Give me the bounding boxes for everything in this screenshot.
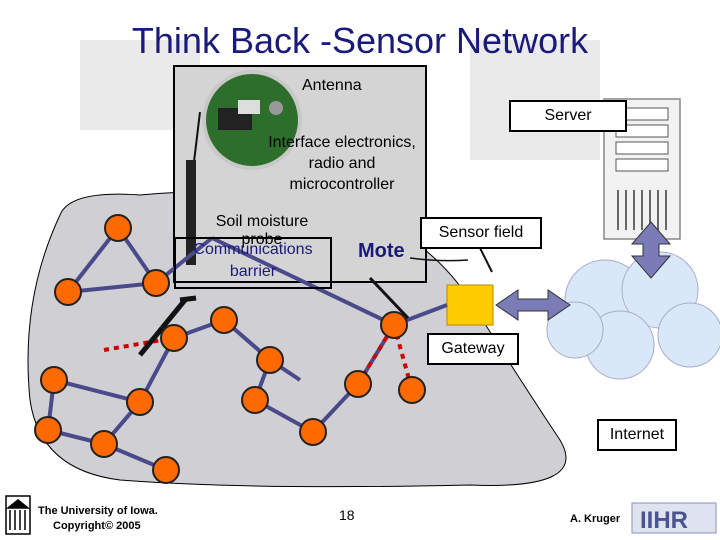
sensor-node	[211, 307, 237, 333]
sensor-node	[105, 215, 131, 241]
sensor-node	[345, 371, 371, 397]
sensor-node	[35, 417, 61, 443]
page-title: Think Back -Sensor Network	[0, 20, 720, 62]
university-name: The University of Iowa.	[38, 505, 158, 517]
sensor-node	[41, 367, 67, 393]
sensor-node	[91, 431, 117, 457]
sensor-node	[143, 270, 169, 296]
copyright: Copyright© 2005	[53, 520, 141, 532]
internet-label: Internet	[597, 419, 677, 451]
svg-text:IIHR: IIHR	[640, 507, 688, 534]
sensor-node	[381, 312, 407, 338]
server-label: Server	[509, 100, 627, 132]
sensor-node	[399, 377, 425, 403]
university-logo	[6, 496, 30, 534]
internet-cloud	[547, 252, 720, 379]
sensor-node	[257, 347, 283, 373]
gateway-label: Gateway	[427, 333, 519, 365]
sensor-node	[55, 279, 81, 305]
sensor-node	[127, 389, 153, 415]
sensor-node	[161, 325, 187, 351]
sensor-field-label: Sensor field	[420, 217, 542, 249]
sensor-node	[153, 457, 179, 483]
interface-label: Interface electronics, radio and microco…	[262, 132, 422, 195]
author: A. Kruger	[570, 513, 620, 525]
communications-barrier-label: Communications barrier	[174, 237, 332, 289]
sensor-node	[300, 419, 326, 445]
mote-label: Mote	[358, 240, 405, 263]
sensor-node	[242, 387, 268, 413]
antenna-label: Antenna	[302, 77, 362, 95]
page-number: 18	[339, 507, 355, 523]
gateway-device	[447, 285, 493, 325]
iihr-logo: IIHR	[632, 503, 716, 534]
